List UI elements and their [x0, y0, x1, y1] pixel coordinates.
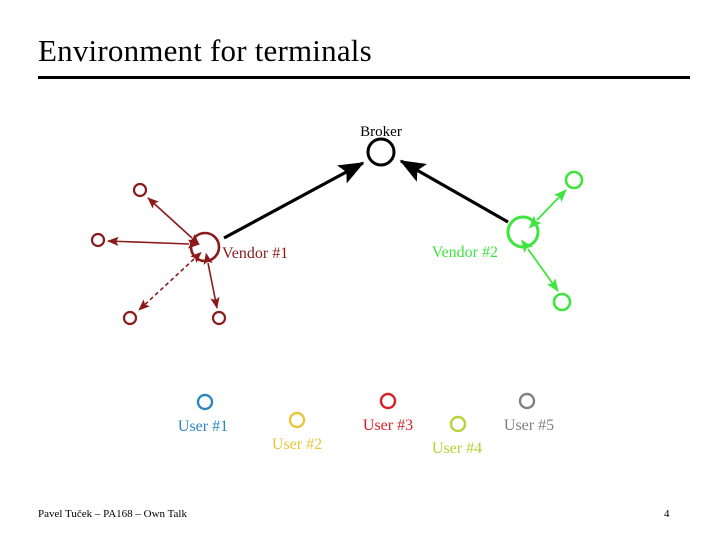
- vendor1-link-terminal-1: [147, 197, 200, 246]
- footer-attribution: Pavel Tuček – PA168 – Own Talk: [38, 508, 187, 520]
- vendor2-terminal-1[interactable]: [564, 170, 584, 190]
- vendor2-terminal-2[interactable]: [552, 292, 572, 312]
- vendor1-label: Vendor #1: [222, 245, 288, 262]
- vendor2-link-terminal-2: [521, 239, 559, 292]
- user5-label: User #5: [504, 417, 554, 434]
- vendor1-link-terminal-3: [138, 251, 202, 311]
- user1-node[interactable]: [196, 393, 214, 411]
- vendor2-label: Vendor #2: [432, 244, 498, 261]
- user4-label: User #4: [432, 440, 482, 457]
- vendor1-terminal-4[interactable]: [211, 310, 227, 326]
- user4-node[interactable]: [449, 415, 467, 433]
- user1-label: User #1: [178, 418, 228, 435]
- broker-label: Broker: [360, 124, 402, 140]
- broker-link-vendor1: [223, 161, 365, 240]
- page-title: Environment for terminals: [38, 33, 372, 68]
- vendor1-node[interactable]: [189, 231, 221, 263]
- vendor2-link-terminal-1: [528, 189, 567, 229]
- vendor1-terminal-3[interactable]: [122, 310, 138, 326]
- slide-page-number: 4: [664, 508, 670, 520]
- vendor1-terminal-1[interactable]: [132, 182, 148, 198]
- user3-node[interactable]: [379, 392, 397, 410]
- vendor1-terminal-2[interactable]: [90, 232, 106, 248]
- vendor1-link-terminal-2: [107, 236, 200, 249]
- user3-label: User #3: [363, 417, 413, 434]
- title-underline-rule: [38, 76, 690, 79]
- vendor1-link-terminal-4: [203, 252, 220, 309]
- broker-link-vendor2: [399, 159, 509, 224]
- user2-node[interactable]: [288, 411, 306, 429]
- user2-label: User #2: [272, 436, 322, 453]
- broker-node[interactable]: [366, 137, 396, 167]
- vendor2-node[interactable]: [506, 215, 540, 249]
- user5-node[interactable]: [518, 392, 536, 410]
